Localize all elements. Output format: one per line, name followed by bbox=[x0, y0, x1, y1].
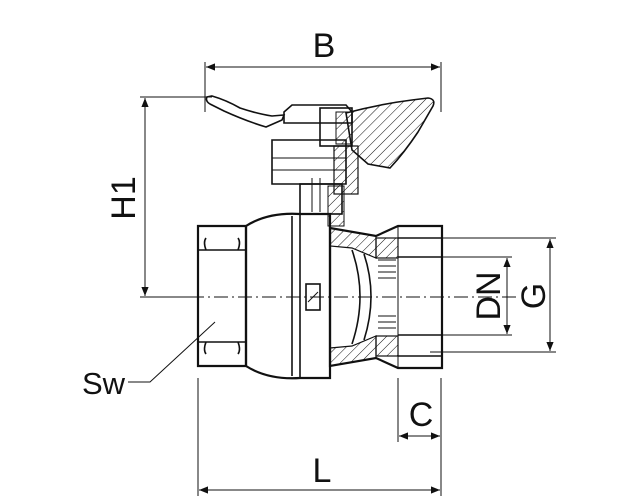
label-h1: H1 bbox=[105, 176, 143, 219]
dimension-sw: Sw bbox=[82, 321, 216, 401]
hex-chamfer bbox=[203, 237, 207, 251]
handle-left-wing bbox=[205, 95, 286, 128]
dimension-b: B bbox=[204, 27, 442, 112]
ball-marker bbox=[305, 283, 321, 311]
seat-section-top bbox=[329, 227, 377, 259]
handle-right-wing bbox=[345, 97, 435, 169]
dimension-h1: H1 bbox=[105, 96, 212, 298]
ball-marker-line bbox=[307, 291, 319, 303]
label-sw: Sw bbox=[82, 366, 126, 401]
valve-body bbox=[196, 212, 444, 380]
dimension-dn: DN bbox=[398, 256, 512, 336]
thread-section-top bbox=[375, 237, 399, 259]
ball-curve bbox=[363, 253, 372, 341]
central-body bbox=[244, 212, 332, 380]
hex-chamfer bbox=[203, 341, 207, 355]
label-l: L bbox=[313, 452, 332, 490]
stem-packing bbox=[327, 185, 345, 227]
label-b: B bbox=[313, 27, 336, 65]
hex-chamfer bbox=[237, 237, 241, 251]
dimension-l: L bbox=[197, 378, 442, 496]
dimension-g: G bbox=[430, 237, 556, 353]
hex-chamfer bbox=[237, 341, 241, 355]
thread-ticks bbox=[378, 259, 396, 329]
stem-nut-section bbox=[335, 111, 353, 145]
label-c: C bbox=[409, 396, 434, 434]
leader-line bbox=[128, 321, 216, 383]
label-dn: DN bbox=[470, 271, 508, 320]
thread-section-bottom bbox=[375, 335, 399, 357]
ball-curve bbox=[351, 249, 361, 345]
dimension-c: C bbox=[397, 378, 442, 442]
butterfly-handle bbox=[205, 95, 435, 227]
label-g: G bbox=[515, 283, 553, 309]
